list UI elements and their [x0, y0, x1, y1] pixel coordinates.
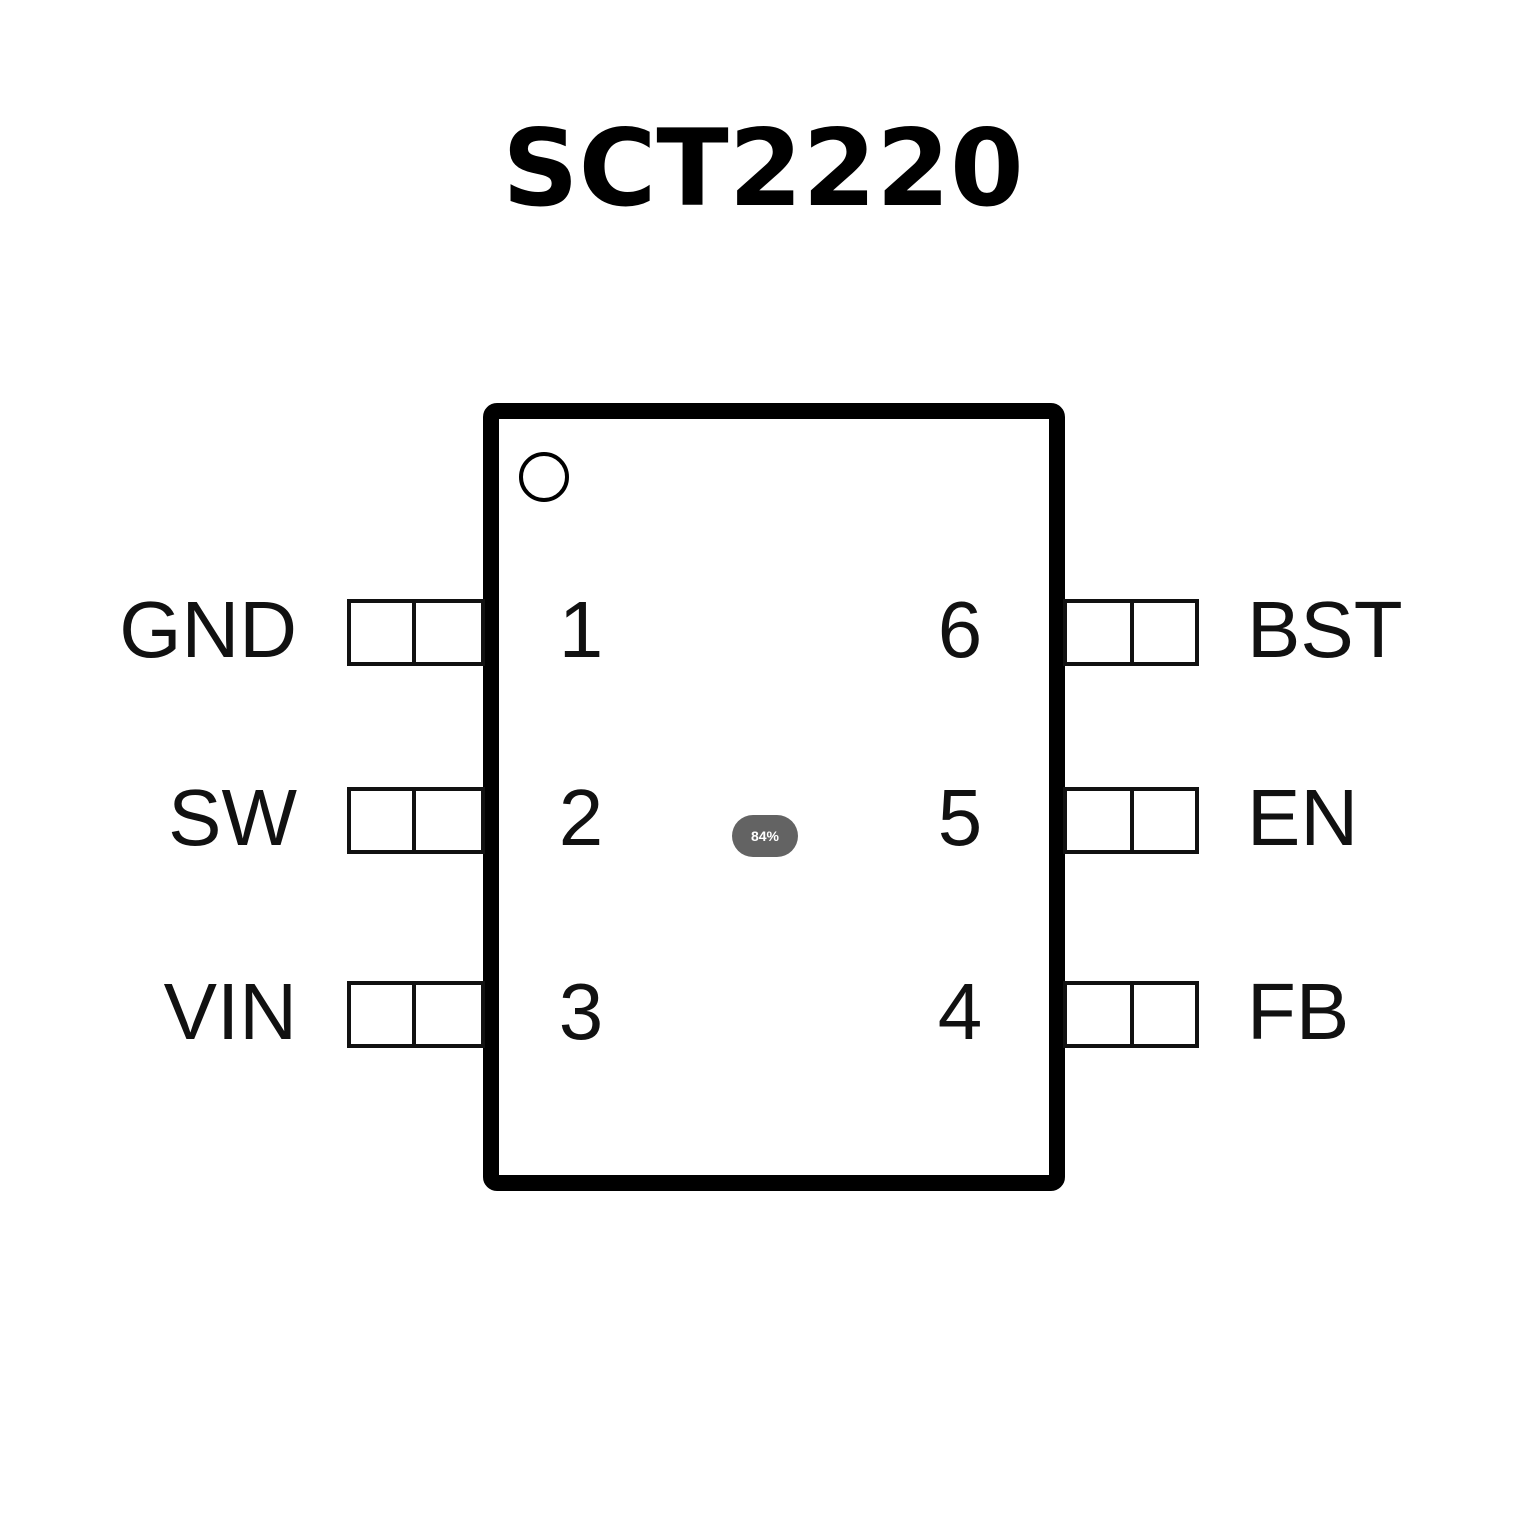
pin-4-lead	[1063, 981, 1199, 1048]
pin-6-lead	[1063, 599, 1199, 666]
pin-1-lead	[347, 599, 485, 666]
pin-1-number: 1	[559, 585, 604, 674]
pin-2-name: SW	[168, 773, 297, 862]
pin-2-number: 2	[559, 773, 604, 862]
pin-2-lead	[347, 787, 485, 854]
pin-1-name: GND	[119, 585, 297, 674]
pin-4-number: 4	[938, 967, 983, 1056]
pin-6-number: 6	[938, 585, 983, 674]
pin-5-name: EN	[1247, 773, 1358, 862]
pin-6-name: BST	[1247, 585, 1403, 674]
pin-3-number: 3	[559, 967, 604, 1056]
chip-body	[483, 403, 1065, 1191]
pin1-marker-icon	[519, 452, 569, 502]
pin-4-name: FB	[1247, 967, 1349, 1056]
pin-5-lead	[1063, 787, 1199, 854]
chip-title: SCT2220	[502, 107, 1023, 230]
pin-3-name: VIN	[164, 967, 297, 1056]
zoom-level-badge: 84%	[732, 815, 798, 857]
pin-3-lead	[347, 981, 485, 1048]
pin-5-number: 5	[938, 773, 983, 862]
